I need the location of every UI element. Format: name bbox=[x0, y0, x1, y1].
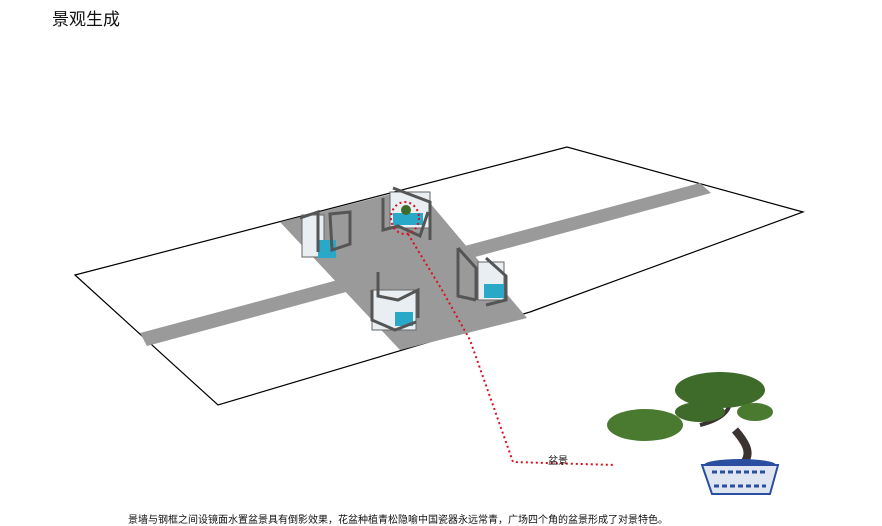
page-title: 景观生成 bbox=[52, 10, 120, 30]
pavilion-northwest bbox=[299, 209, 352, 258]
callout-leader-line bbox=[407, 233, 616, 466]
plaza bbox=[280, 193, 527, 350]
pavilion-south bbox=[370, 272, 420, 332]
pavilion-east bbox=[456, 246, 508, 307]
bonsai-callout-label: 盆景 bbox=[548, 456, 568, 467]
bonsai-illustration bbox=[607, 372, 780, 495]
callout-circle bbox=[390, 201, 420, 235]
pavilion-north bbox=[381, 186, 432, 240]
caption: 景墙与钢框之间设镜面水置盆景具有倒影效果，花盆种植青松隐喻中国瓷器永远常青，广场… bbox=[128, 515, 668, 526]
